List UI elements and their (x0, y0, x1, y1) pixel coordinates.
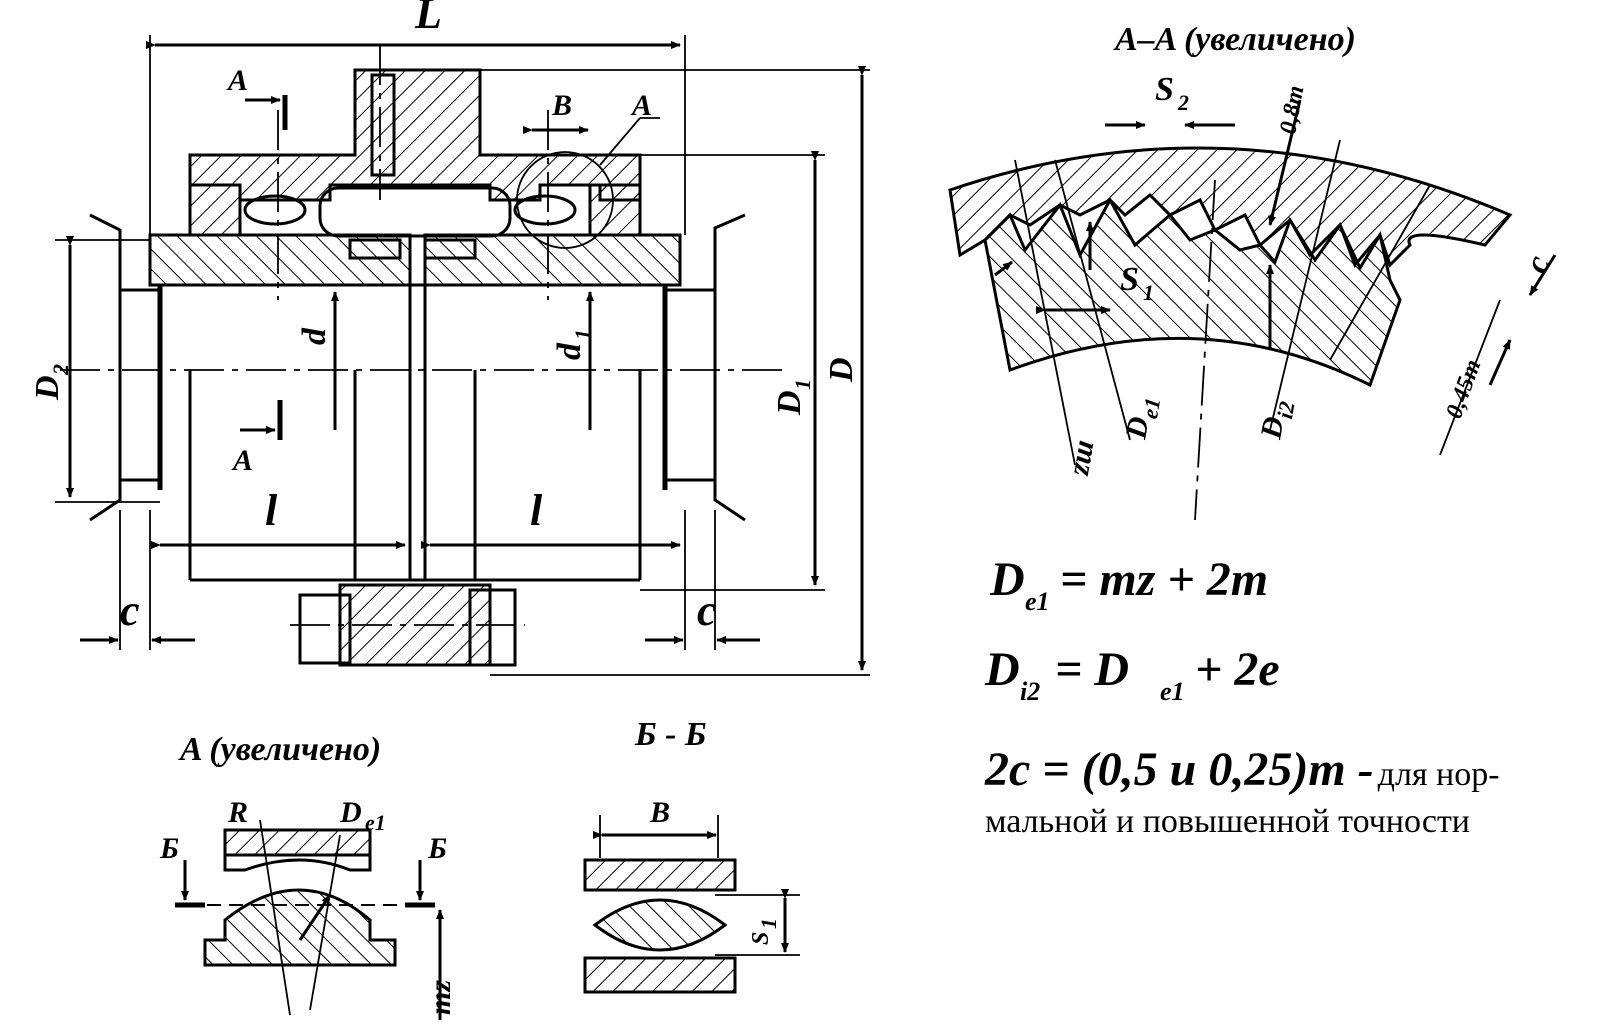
section-BB-hub (583, 956, 737, 994)
dim-D-label: D (823, 357, 860, 383)
detail-A: A (увеличено) R D e1 Б Б mz (159, 731, 457, 1020)
section-AA-De1-sub: e1 (1137, 396, 1165, 421)
section-AA-S1-label: S (1120, 261, 1139, 298)
formula-3-line2: мальной и повышенной точности (985, 803, 1470, 840)
dim-l-right-label: l (530, 486, 543, 535)
formula-2-mid: = D (1055, 643, 1129, 696)
section-A-bottom-label: A (231, 444, 253, 477)
formula-2-rhs: + 2e (1195, 643, 1280, 696)
section-AA-Di2-sub: i2 (1272, 399, 1300, 420)
hub-right (423, 233, 682, 287)
section-BB-S1-sub: 1 (756, 918, 781, 929)
detail-A-mz-label: mz (424, 980, 457, 1015)
detail-A-De1-label: D (339, 796, 362, 829)
main-view: L A A B A l l c c D 2 d d 1 D 1 D (29, 0, 870, 676)
shaft-right-break (713, 213, 746, 522)
formula-1-lhs-sub: e1 (1025, 587, 1050, 616)
tooth-left (243, 194, 307, 226)
detail-A-title: A (увеличено) (178, 731, 381, 768)
section-AA-S2-sub: 2 (1177, 90, 1189, 115)
formula-2-mid-sub: e1 (1160, 677, 1185, 706)
detail-A-label: A (630, 89, 652, 122)
dim-D2-sub: 2 (48, 364, 73, 376)
dim-D1-sub: 1 (790, 379, 815, 390)
formula-2-lhs: D (984, 643, 1020, 696)
dim-L-label: L (414, 0, 442, 38)
dim-D2-label: D (29, 375, 66, 401)
formulas: D e1 = mz + 2m D i2 = D e1 + 2e 2c = (0,… (984, 553, 1500, 840)
dim-d1-label: d (551, 342, 588, 360)
section-AA: A–A (увеличено) S 2 S 1 0,8m c 0,45 (948, 21, 1558, 521)
section-AA-title: A–A (увеличено) (1113, 21, 1356, 58)
formula-3-line1: 2c = (0,5 и 0,25)m - для нор- (984, 743, 1500, 796)
formula-2-lhs-sub: i2 (1020, 677, 1040, 706)
section-BB: Б - Б B S 1 (583, 716, 800, 994)
detail-A-R-label: R (227, 796, 248, 829)
detail-A-B-right: Б (427, 832, 447, 865)
formula-1-rhs: = mz + 2m (1060, 553, 1268, 606)
sleeve-flange-top (188, 68, 642, 202)
formula-3-bold: 2c = (0,5 и 0,25)m - (984, 743, 1374, 796)
dim-d-label: d (296, 327, 333, 345)
tooth-right (513, 194, 577, 226)
section-AA-c-label: c (1518, 251, 1558, 278)
detail-A-B-left: Б (159, 832, 179, 865)
section-AA-hub (983, 196, 1402, 388)
bolt-nut (468, 588, 517, 667)
section-AA-045m-label: 0,45m (1441, 356, 1486, 422)
detail-A-hub (203, 888, 397, 967)
shaft-left-break (89, 213, 122, 522)
dim-c-right-label: c (697, 586, 717, 635)
detail-A-De1-sub: e1 (365, 810, 386, 835)
section-AA-mz-label: mz (1067, 439, 1106, 480)
dim-d1-sub: 1 (570, 329, 595, 340)
section-BB-title: Б - Б (634, 716, 707, 753)
detail-A-circle (516, 151, 614, 249)
plug-screw (370, 73, 396, 177)
section-AA-S2-label: S (1155, 71, 1174, 108)
section-AA-S1-sub: 1 (1143, 280, 1154, 305)
section-AA-Di2-label: D (1254, 414, 1290, 442)
inner-cavity (318, 186, 512, 238)
section-A-top-label: A (226, 64, 248, 97)
section-BB-B-label: B (649, 796, 670, 829)
bolt-head (298, 593, 352, 665)
sleeve-end-right (588, 183, 642, 237)
dim-c-left-label: c (120, 586, 140, 635)
section-AA-08m-label: 0,8m (1275, 84, 1309, 136)
dim-B-label: B (551, 89, 572, 122)
formula-3-normal: для нор- (1378, 756, 1500, 793)
detail-A-sleeve (223, 828, 372, 857)
formula-1-lhs: D (989, 553, 1025, 606)
set-screw-left (348, 238, 402, 260)
dim-l-left-label: l (265, 486, 278, 535)
section-BB-tooth (592, 898, 728, 952)
section-BB-S1-label: S (748, 932, 774, 945)
section-BB-sleeve (583, 858, 737, 892)
section-AA-sleeve (948, 146, 1513, 268)
section-AA-De1-label: D (1119, 414, 1155, 442)
sleeve-end-left (188, 183, 242, 237)
hub-left (148, 233, 412, 287)
dim-D1-label: D (771, 390, 808, 416)
